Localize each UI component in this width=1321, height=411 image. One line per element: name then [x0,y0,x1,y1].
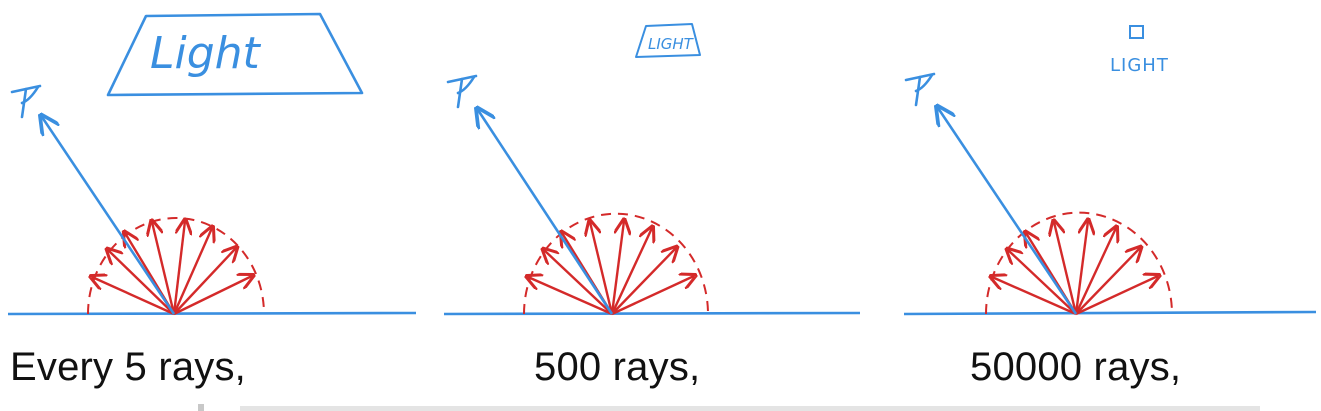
light-label: LIGHT [1110,55,1169,76]
surface-line [7,311,417,316]
bottom-artifact-strip [198,404,1260,411]
panel-3: LIGHT [903,25,1317,316]
sampling-hemisphere [985,211,1173,315]
caption-panel-3: 50000 rays, [970,345,1182,389]
caption-panel-2: 500 rays, [534,345,701,389]
sample-rays [92,221,252,316]
view-ray [938,108,1078,315]
caption-panel-1: Every 5 rays, [10,345,246,389]
light-label: Light [150,28,262,79]
light-source-large: Light [106,12,364,97]
light-source-medium: LIGHT [635,23,701,58]
light-label: LIGHT [648,35,695,53]
surface-line [443,311,861,316]
sample-rays [528,221,694,316]
light-source-small: LIGHT [1110,25,1169,76]
eye-icon [904,72,936,107]
eye-icon [10,84,42,119]
surface-line [903,310,1317,316]
view-ray [42,117,176,315]
sample-rays [992,221,1158,316]
panel-1: Light [7,12,417,316]
eye-icon [446,74,478,109]
view-ray [478,110,614,315]
panel-2: LIGHT [443,23,861,316]
sampling-hemisphere [523,212,709,315]
